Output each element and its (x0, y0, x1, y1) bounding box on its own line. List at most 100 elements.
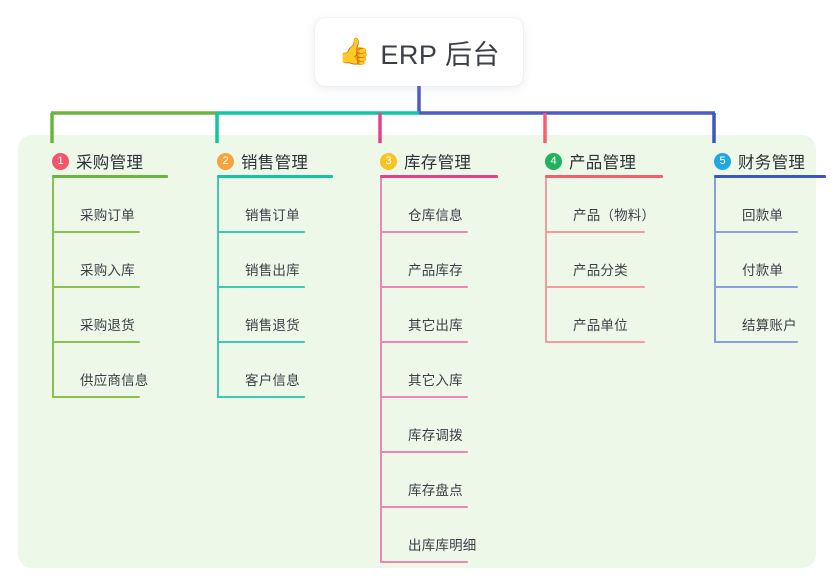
leaf-node-label: 库存盘点 (408, 483, 463, 498)
leaf-node[interactable]: 采购订单 (52, 178, 143, 233)
leaf-node[interactable]: 客户信息 (217, 343, 308, 398)
branch-title: 销售管理 (241, 154, 309, 172)
branch-badge-1: 1 (52, 152, 69, 170)
branch-spine (52, 178, 54, 398)
branch-spine (217, 178, 219, 398)
leaf-node-label: 结算账户 (742, 318, 797, 333)
leaf-underline (52, 396, 140, 398)
branch-header-5[interactable]: 5 财务管理 (692, 144, 826, 178)
leaf-node-label: 其它入库 (408, 373, 463, 388)
leaf-node[interactable]: 供应商信息 (52, 343, 148, 398)
leaf-underline (52, 341, 140, 343)
branch-items: 回款单付款单结算账户 (692, 178, 805, 343)
leaf-underline (380, 341, 468, 343)
branch-title: 库存管理 (404, 154, 472, 172)
leaf-node[interactable]: 其它入库 (380, 343, 471, 398)
leaf-node[interactable]: 库存盘点 (380, 453, 471, 508)
leaf-node[interactable]: 产品分类 (545, 233, 645, 288)
leaf-underline (380, 561, 468, 563)
leaf-node-label: 库存调拨 (408, 428, 463, 443)
branch-underline (714, 175, 826, 178)
root-node-label: ERP 后台 (380, 39, 500, 70)
leaf-node[interactable]: 其它出库 (380, 288, 471, 343)
leaf-node[interactable]: 产品（物料） (545, 178, 655, 233)
leaf-node[interactable]: 回款单 (714, 178, 805, 233)
branch-badge-5: 5 (714, 152, 731, 170)
root-node[interactable]: 👍 ERP 后台 (315, 18, 523, 86)
leaf-node[interactable]: 销售出库 (217, 233, 308, 288)
leaf-node[interactable]: 销售退货 (217, 288, 308, 343)
branch-column-5: 5 财务管理回款单付款单结算账户 (692, 144, 826, 343)
leaf-underline (380, 231, 468, 233)
leaf-node[interactable]: 付款单 (714, 233, 805, 288)
branch-spine (714, 178, 716, 343)
leaf-node-label: 销售订单 (245, 208, 300, 223)
leaf-underline (545, 286, 645, 288)
branch-header-2[interactable]: 2 销售管理 (195, 144, 333, 178)
leaf-underline (217, 341, 305, 343)
branch-badge-4: 4 (545, 152, 562, 170)
leaf-node-label: 产品库存 (408, 263, 463, 278)
leaf-underline (545, 341, 645, 343)
leaf-node-label: 采购入库 (80, 263, 135, 278)
leaf-node-label: 客户信息 (245, 373, 300, 388)
leaf-node-label: 产品单位 (573, 318, 628, 333)
leaf-node-label: 销售出库 (245, 263, 300, 278)
diagram-background-panel (18, 135, 816, 568)
leaf-underline (714, 286, 798, 288)
branch-header-4[interactable]: 4 产品管理 (523, 144, 663, 178)
leaf-node-label: 供应商信息 (80, 373, 149, 388)
leaf-node-label: 付款单 (742, 263, 784, 278)
branch-badge-2: 2 (217, 152, 234, 170)
leaf-node-label: 仓库信息 (408, 208, 463, 223)
leaf-node-label: 出库库明细 (408, 538, 477, 553)
branch-items: 仓库信息产品库存其它出库其它入库库存调拨库存盘点出库库明细 (358, 178, 476, 563)
leaf-underline (52, 231, 140, 233)
leaf-node[interactable]: 库存调拨 (380, 398, 471, 453)
leaf-underline (52, 286, 140, 288)
branch-underline (380, 175, 498, 178)
leaf-node[interactable]: 产品库存 (380, 233, 471, 288)
leaf-node-label: 产品分类 (573, 263, 628, 278)
leaf-node[interactable]: 产品单位 (545, 288, 645, 343)
branch-column-2: 2 销售管理销售订单销售出库销售退货客户信息 (195, 144, 333, 398)
leaf-underline (714, 231, 798, 233)
leaf-node-label: 采购订单 (80, 208, 135, 223)
leaf-node[interactable]: 采购入库 (52, 233, 143, 288)
leaf-node[interactable]: 采购退货 (52, 288, 143, 343)
leaf-underline (217, 286, 305, 288)
branch-spine (380, 178, 382, 563)
branch-spine (545, 178, 547, 343)
leaf-node-label: 回款单 (742, 208, 784, 223)
leaf-underline (380, 451, 468, 453)
leaf-node[interactable]: 仓库信息 (380, 178, 471, 233)
leaf-underline (380, 286, 468, 288)
leaf-node[interactable]: 结算账户 (714, 288, 805, 343)
leaf-underline (545, 231, 645, 233)
branch-underline (52, 175, 168, 178)
leaf-underline (380, 506, 468, 508)
leaf-node-label: 其它出库 (408, 318, 463, 333)
branch-underline (545, 175, 663, 178)
branch-title: 产品管理 (569, 154, 637, 172)
branch-header-1[interactable]: 1 采购管理 (30, 144, 168, 178)
leaf-underline (380, 396, 468, 398)
leaf-node[interactable]: 出库库明细 (380, 508, 476, 563)
leaf-underline (217, 231, 305, 233)
branch-column-4: 4 产品管理产品（物料） 产品分类产品单位 (523, 144, 663, 343)
branch-underline (217, 175, 333, 178)
branch-items: 销售订单销售出库销售退货客户信息 (195, 178, 308, 398)
leaf-node[interactable]: 销售订单 (217, 178, 308, 233)
branch-title: 采购管理 (76, 154, 144, 172)
branch-title: 财务管理 (738, 154, 806, 172)
thumbs-up-icon: 👍 (338, 37, 371, 67)
branch-items: 采购订单采购入库采购退货供应商信息 (30, 178, 148, 398)
branch-items: 产品（物料） 产品分类产品单位 (523, 178, 655, 343)
leaf-node-label: 销售退货 (245, 318, 300, 333)
leaf-node-label: 产品（物料） (573, 208, 656, 223)
leaf-node-label: 采购退货 (80, 318, 135, 333)
leaf-underline (217, 396, 305, 398)
